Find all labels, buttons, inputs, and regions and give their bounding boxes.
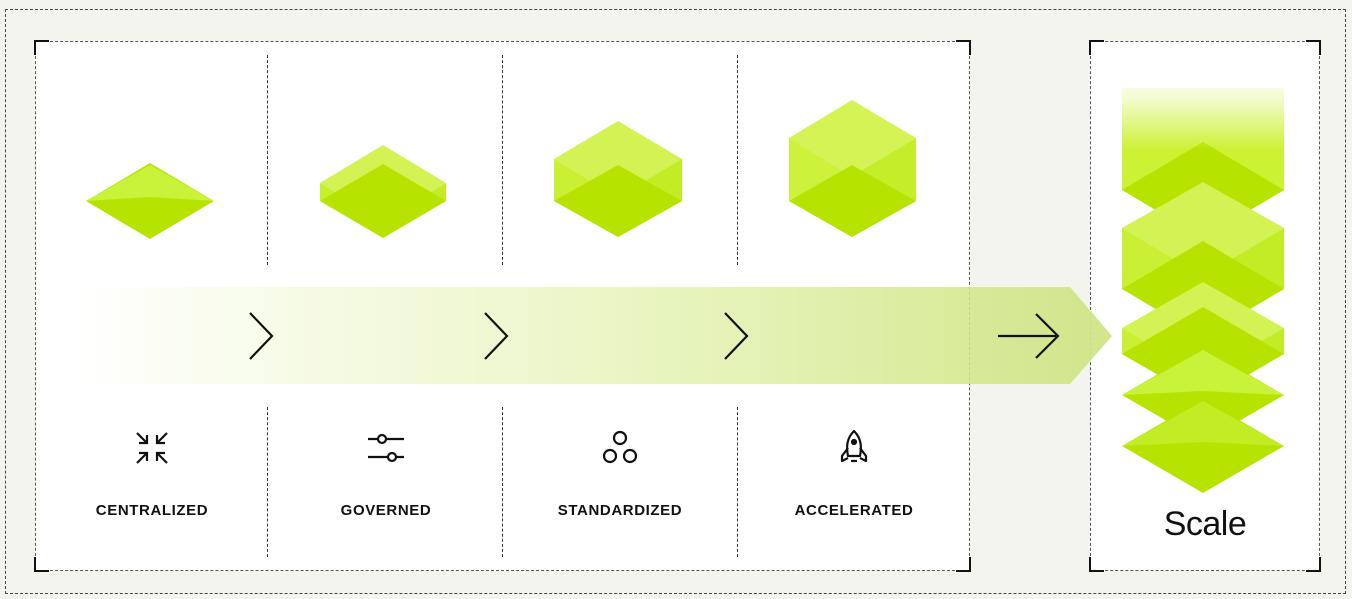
corner-mark [1089,557,1104,572]
slab-shape [320,145,446,238]
chevron-right-icon [484,312,509,360]
circles-cluster-icon [602,430,638,464]
progress-band-arrow [80,287,1112,384]
sliders-icon [368,433,404,463]
corner-mark [956,557,971,572]
step-label: GOVERNED [340,502,432,519]
step-label: STANDARDIZED [557,502,683,519]
scale-label: Scale [1163,505,1247,543]
step-centralized: CENTRALIZED [35,428,269,519]
flat-tile-shape [86,163,214,239]
rocket-icon [840,429,868,463]
step-label: ACCELERATED [794,502,914,519]
corner-mark [956,40,971,55]
scale-stack-shape [1118,72,1288,493]
column-divider [502,55,503,265]
column-divider [502,407,503,557]
corner-mark [1306,40,1321,55]
chevron-right-icon [249,312,274,360]
chevron-right-icon [724,312,749,360]
block-shape [554,121,682,237]
step-governed: GOVERNED [269,428,503,519]
cube-shape [789,100,916,237]
outer-frame [5,9,1346,594]
column-divider [737,55,738,265]
corner-mark [34,40,49,55]
step-standardized: STANDARDIZED [503,428,737,519]
corner-mark [1306,557,1321,572]
column-divider [267,407,268,557]
column-divider [267,55,268,265]
step-label: CENTRALIZED [95,502,209,519]
step-accelerated: ACCELERATED [737,428,971,519]
column-divider [737,407,738,557]
corner-mark [34,557,49,572]
arrow-right-icon [998,313,1060,359]
corner-mark [1089,40,1104,55]
collapse-arrows-icon [136,432,168,464]
